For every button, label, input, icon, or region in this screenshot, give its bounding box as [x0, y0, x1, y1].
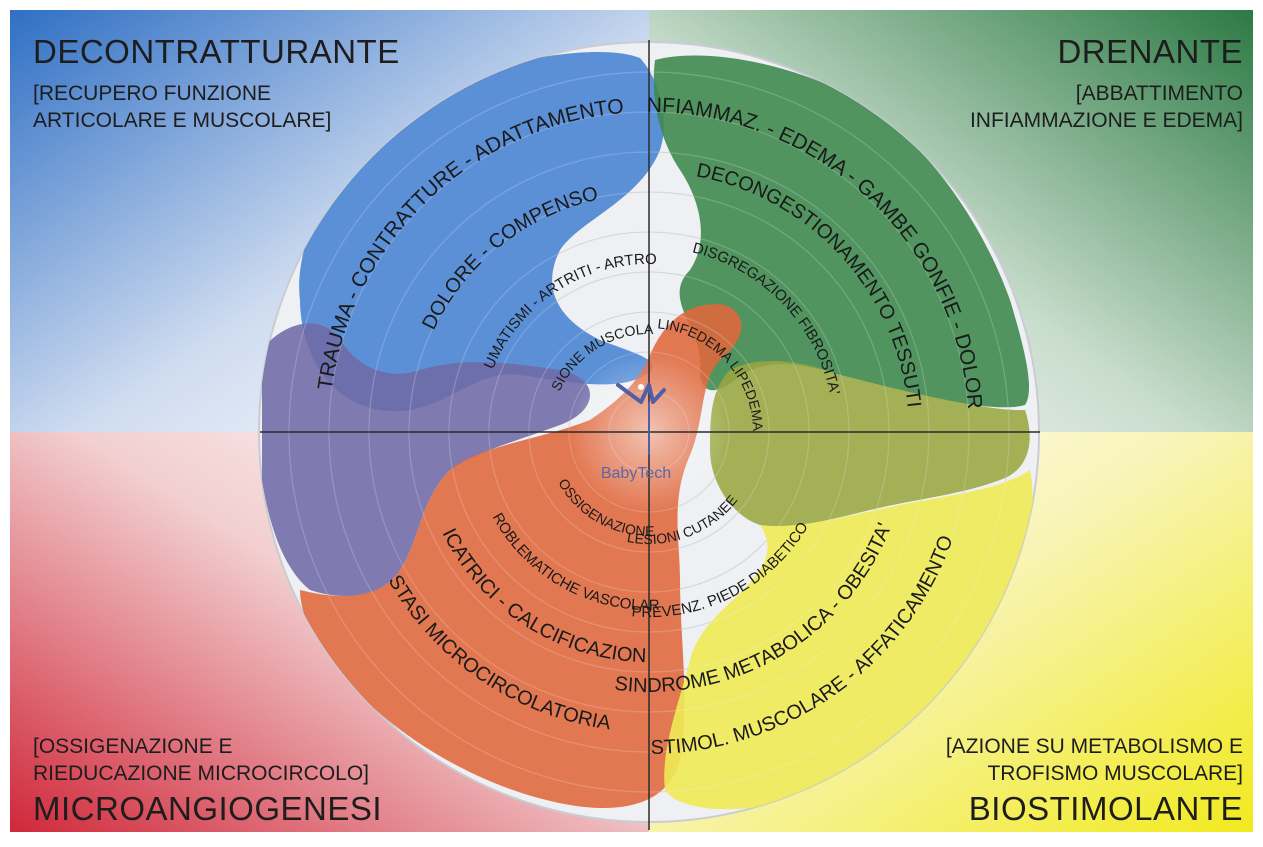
subtitle-microangiogenesi-line1: [OSSIGENAZIONE E	[33, 735, 233, 758]
title-microangiogenesi: MICROANGIOGENESI	[33, 790, 383, 827]
blob-olive-overlap	[710, 360, 1030, 527]
logo-mark-icon	[616, 383, 666, 404]
babytech-logo: BabyTech	[601, 383, 671, 482]
title-decontratturante: DECONTRATTURANTE	[33, 33, 400, 70]
subtitle-drenante-line2: INFIAMMAZIONE E EDEMA]	[969, 109, 1243, 132]
subtitle-decontratturante: [RECUPERO FUNZIONE ARTICOLARE E MUSCOLAR…	[33, 80, 331, 134]
logo-text: BabyTech	[601, 465, 671, 482]
blob-layer	[262, 51, 1033, 810]
subtitle-microangiogenesi-line2: RIEDUCAZIONE MICROCIRCOLO]	[33, 762, 370, 785]
subtitle-biostimolante: [AZIONE SU METABOLISMO E TROFISMO MUSCOL…	[946, 733, 1243, 787]
title-biostimolante: BIOSTIMOLANTE	[968, 790, 1243, 827]
blob-decontratturante	[299, 51, 664, 412]
blob-biostimolante	[664, 470, 1033, 810]
subtitle-microangiogenesi: [OSSIGENAZIONE E RIEDUCAZIONE MICROCIRCO…	[33, 733, 369, 787]
blob-drenante	[653, 55, 1030, 408]
subtitle-decontratturante-line2: ARTICOLARE E MUSCOLARE]	[33, 109, 332, 132]
subtitle-decontratturante-line1: [RECUPERO FUNZIONE	[33, 82, 272, 105]
logo-dot-icon	[638, 384, 644, 390]
subtitle-biostimolante-line2: TROFISMO MUSCOLARE]	[987, 762, 1243, 785]
blob-purple-overlap	[262, 323, 590, 596]
subtitle-drenante-line1: [ABBATTIMENTO	[1075, 82, 1243, 105]
title-drenante: DRENANTE	[1057, 33, 1243, 70]
subtitle-biostimolante-line1: [AZIONE SU METABOLISMO E	[945, 735, 1243, 758]
subtitle-drenante: [ABBATTIMENTO INFIAMMAZIONE E EDEMA]	[970, 80, 1243, 134]
